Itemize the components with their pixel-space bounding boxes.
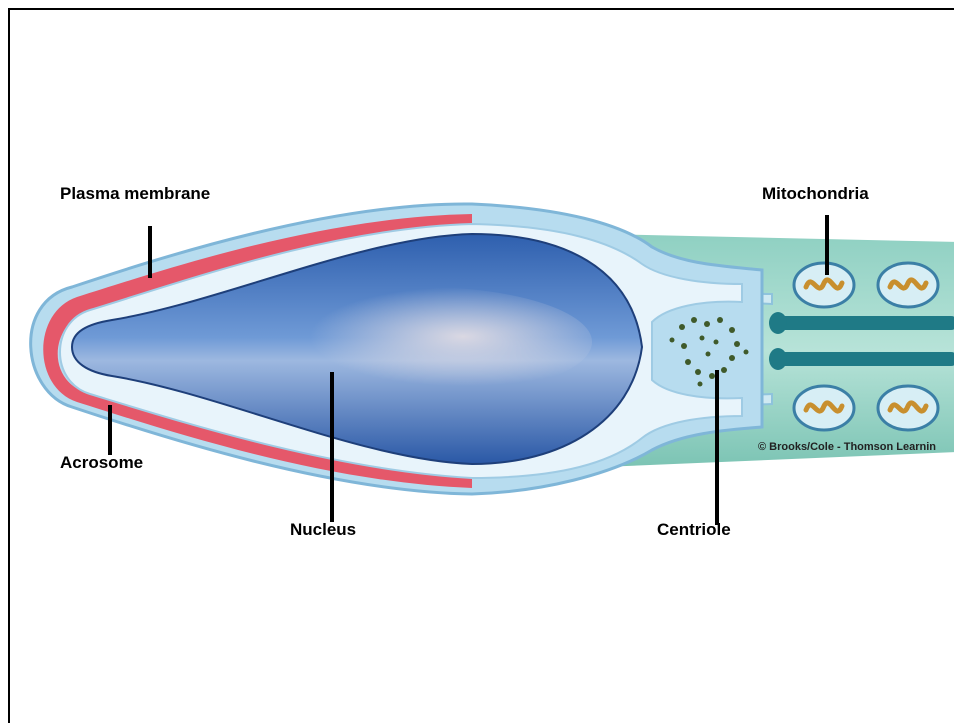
mitochondrion [794, 263, 854, 307]
label-centriole: Centriole [657, 520, 731, 540]
leader-acrosome [108, 405, 112, 455]
diagram-frame [8, 8, 954, 723]
label-mitochondria: Mitochondria [762, 184, 869, 204]
leader-nucleus [330, 372, 334, 522]
label-nucleus: Nucleus [290, 520, 356, 540]
leader-centriole [715, 370, 719, 525]
leader-plasma-membrane [148, 226, 152, 278]
mitochondrion [878, 386, 938, 430]
label-plasma-membrane: Plasma membrane [60, 184, 210, 204]
nucleus-highlight [252, 287, 592, 397]
sperm-head-illustration [10, 10, 954, 723]
credit-text: © Brooks/Cole - Thomson Learnin [758, 441, 936, 453]
leader-mitochondria [825, 215, 829, 275]
mitochondrion [794, 386, 854, 430]
label-acrosome: Acrosome [60, 453, 143, 473]
mitochondrion [878, 263, 938, 307]
